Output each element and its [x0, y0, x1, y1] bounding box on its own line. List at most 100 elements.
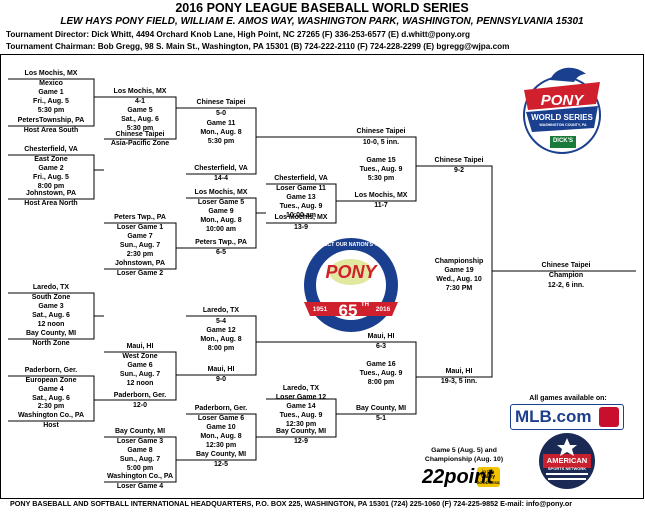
- dicks-logo-text: DICK'S: [552, 138, 574, 144]
- game-date: Sun., Aug. 7: [119, 242, 161, 249]
- ring-text: PROTECT OUR NATION'S YOUTH: [309, 242, 393, 248]
- team-top: Chesterfield, VA: [24, 146, 78, 153]
- game-time: 5:30 pm: [126, 125, 154, 132]
- team-top: Laredo, TX: [32, 284, 70, 291]
- mlb-batter-icon: [599, 407, 619, 427]
- game-date: Tues., Aug. 9: [279, 203, 323, 210]
- games-broadcast-note-2: Championship (Aug. 10): [424, 456, 504, 463]
- loser-label: Loser Game 6: [197, 415, 245, 422]
- team-top: Laredo, TX: [282, 385, 320, 392]
- loser-label: Loser Game 4: [116, 483, 164, 490]
- year-1951: 1951: [312, 306, 328, 313]
- game-number: Game 19: [444, 267, 474, 274]
- score: 5-0: [215, 110, 227, 117]
- host-label: Host: [43, 422, 59, 429]
- team-bottom: Bay County, MI: [275, 428, 327, 435]
- game-date: Sun., Aug. 7: [119, 371, 161, 378]
- page-title: 2016 PONY LEAGUE BASEBALL WORLD SERIES: [175, 1, 469, 15]
- game-date: Tues., Aug. 9: [279, 412, 323, 419]
- game-time: 10:00 am: [206, 226, 236, 233]
- score: 9-0: [215, 376, 227, 383]
- game-date: Sun., Aug. 7: [119, 456, 161, 463]
- game-date: Sat., Aug. 6: [32, 312, 70, 319]
- loser-label: Loser Game 3: [116, 438, 164, 445]
- 22point-tag-2: Valley: [480, 474, 496, 480]
- game-date: Tues., Aug. 9: [359, 370, 403, 377]
- game-number: Game 9: [208, 208, 234, 215]
- game-time: 12 noon: [126, 380, 154, 387]
- game-date: Wed., Aug. 10: [436, 276, 482, 283]
- game-time: 5:30 pm: [207, 138, 235, 145]
- pony-wordmark: PONY: [540, 92, 584, 109]
- team-bottom: Bay County, MI: [195, 451, 247, 458]
- game-number: Game 8: [127, 447, 153, 454]
- score: 4-1: [134, 98, 146, 105]
- game-number: Game 13: [286, 194, 316, 201]
- game-number: Game 5: [127, 107, 153, 114]
- team-bottom: Los Mochis, MX: [274, 214, 328, 221]
- zone-label: East Zone: [34, 156, 68, 163]
- all-games-available-label: All games available on:: [529, 395, 607, 402]
- game-date: Tues., Aug. 9: [359, 166, 403, 173]
- 22point-tag-1: in the: [482, 469, 494, 474]
- zone-label: European Zone: [25, 377, 77, 384]
- game-number: Game 6: [127, 362, 153, 369]
- anniversary-65-text: 65: [338, 301, 358, 320]
- team-bottom: Washington Co., PA: [106, 473, 174, 480]
- team-bottom: Johnstown, PA: [25, 190, 77, 197]
- score: 12-5: [213, 461, 229, 468]
- pony-world-series-logo: PONY WORLD SERIES WASHINGTON COUNTY, PA …: [512, 60, 612, 160]
- loser-label: Loser Game 1: [116, 224, 164, 231]
- score: 11-7: [374, 202, 388, 209]
- team-bottom: Paderborn, Ger.: [113, 392, 167, 399]
- 22point-logo: 22point in the Valley GOODNESS: [420, 464, 510, 492]
- american-sports-network-logo: AMERICAN SPORTS NETWORK: [538, 432, 596, 490]
- team-top: Los Mochis, MX: [24, 70, 78, 77]
- game-date: Mon., Aug. 8: [200, 336, 242, 343]
- score: 12-9: [293, 438, 309, 445]
- game-time: 10:00 am: [286, 212, 316, 219]
- team-bottom: Chesterfield, VA: [194, 165, 248, 172]
- game-number: Game 3: [38, 303, 64, 310]
- game-date: Sat., Aug. 6: [32, 395, 70, 402]
- team-top: Chinese Taipei: [434, 157, 484, 164]
- zone-label: South Zone: [31, 294, 71, 301]
- team-top: Los Mochis, MX: [113, 88, 167, 95]
- score: 5-1: [375, 415, 387, 422]
- game-number: Game 12: [206, 327, 236, 334]
- game-time: 5:00 pm: [126, 465, 154, 472]
- 22point-tag-3: GOODNESS: [476, 480, 500, 485]
- game-time: 8:00 pm: [37, 183, 65, 190]
- championship-label: Championship: [434, 258, 484, 265]
- team-top: Chinese Taipei: [356, 128, 406, 135]
- team-top: Bay County, MI: [114, 428, 166, 435]
- team-top: Laredo, TX: [202, 307, 240, 314]
- game-time: 7:30 PM: [445, 285, 473, 292]
- team-bottom: Los Mochis, MX: [354, 192, 408, 199]
- game-time: 12:30 pm: [285, 421, 317, 428]
- game-number: Game 2: [38, 165, 64, 172]
- anniversary-pony-wordmark: PONY: [325, 262, 377, 282]
- loser-label: Loser Game 5: [197, 199, 245, 206]
- asn-text-network: SPORTS NETWORK: [547, 466, 587, 471]
- zone-label: West Zone: [122, 353, 158, 360]
- game-time: 12:30 pm: [205, 442, 237, 449]
- game-number: Game 4: [38, 386, 64, 393]
- pony-65th-anniversary-logo: PROTECT OUR NATION'S YOUTH PONY 65 TH 19…: [296, 232, 406, 342]
- world-series-text: WORLD SERIES: [531, 113, 593, 122]
- score: 12-0: [132, 402, 148, 409]
- year-2016: 2016: [375, 306, 391, 313]
- game-time: 8:00 pm: [207, 345, 235, 352]
- mlb-com-text: MLB.com: [515, 407, 592, 426]
- score: 6-5: [215, 249, 227, 256]
- team-bottom: Johnstown, PA: [114, 260, 166, 267]
- champion-team: Chinese Taipei: [541, 262, 591, 269]
- game-number: Game 10: [206, 424, 236, 431]
- game-number: Game 16: [366, 361, 396, 368]
- game-number: Game 11: [206, 120, 236, 127]
- host-label: Host Area South: [23, 127, 79, 134]
- loser-label: Loser Game 11: [276, 185, 326, 192]
- game-date: Mon., Aug. 8: [200, 217, 242, 224]
- game-time: 12 noon: [37, 321, 65, 328]
- game-time: 8:00 pm: [367, 379, 395, 386]
